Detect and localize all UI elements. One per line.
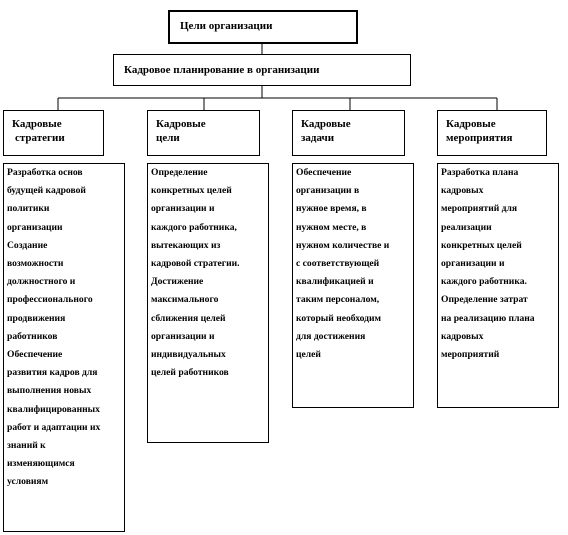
tasks-header-box: Кадровые задачи [292,110,405,156]
goals-box: Цели организации [168,10,358,44]
goals-label: Цели организации [180,20,273,32]
tasks-desc-box: Обеспечение организации в нужное время, … [292,163,414,408]
measures-header-box: Кадровые мероприятия [437,110,547,156]
hr-goals-description: Определение конкретных целей организации… [151,167,240,379]
tasks-heading: Кадровые задачи [301,118,351,144]
goals-desc-box: Определение конкретных целей организации… [147,163,269,443]
strategies-description: Разработка основ будущей кадровой полити… [7,167,101,488]
tasks-description: Обеспечение организации в нужное время, … [296,167,390,361]
planning-box: Кадровое планирование в организации [113,54,411,86]
strategies-header-box: Кадровые стратегии [3,110,104,156]
strategies-heading: Кадровые стратегии [12,118,65,144]
measures-description: Разработка плана кадровых мероприятий дл… [441,167,535,361]
measures-heading: Кадровые мероприятия [446,118,513,144]
goals-header-box: Кадровые цели [147,110,260,156]
planning-label: Кадровое планирование в организации [124,64,320,76]
hr-goals-heading: Кадровые цели [156,118,206,144]
strategies-desc-box: Разработка основ будущей кадровой полити… [3,163,125,532]
measures-desc-box: Разработка плана кадровых мероприятий дл… [437,163,559,408]
